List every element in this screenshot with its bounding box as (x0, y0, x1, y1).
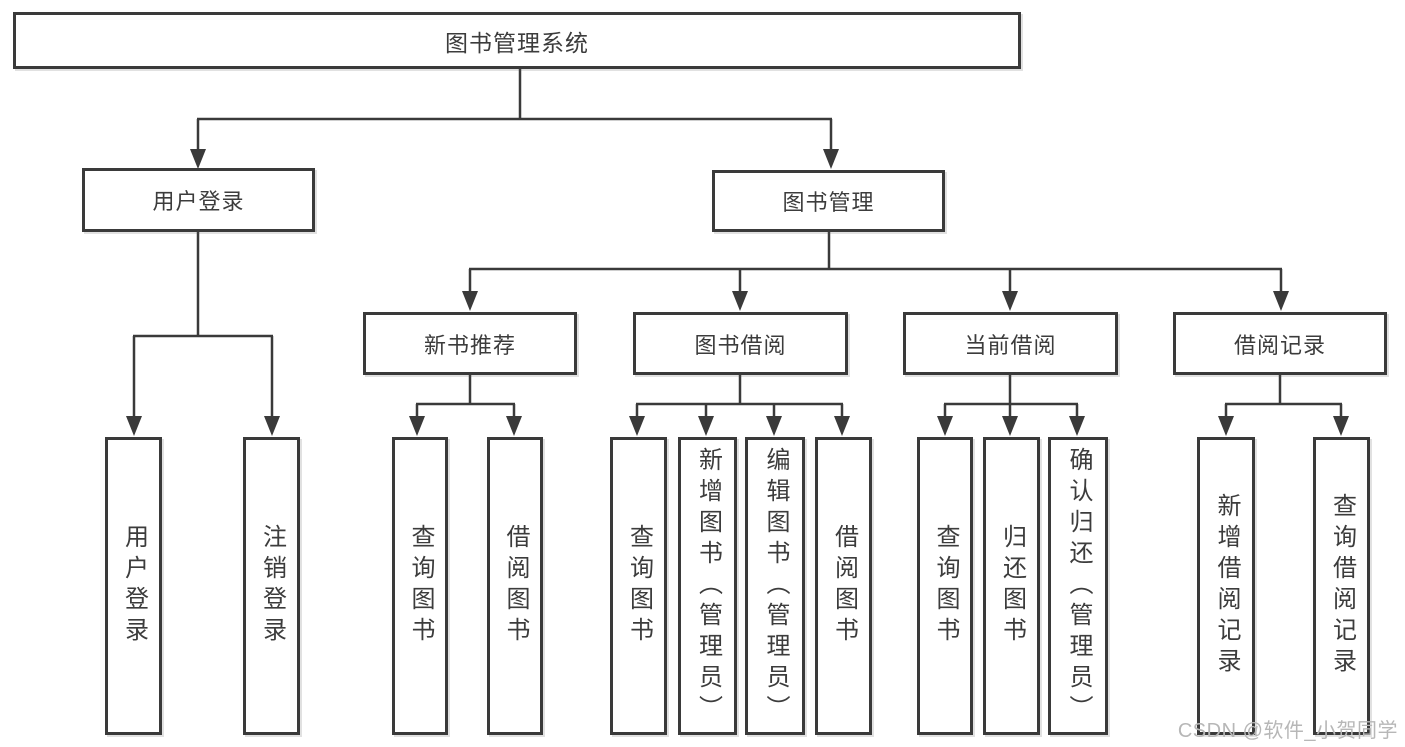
connector-book-borrow-to-leaves (635, 375, 844, 420)
node-new-book-recommendation: 新书推荐 (363, 312, 577, 375)
connector-borrow-records-to-leaves (1224, 375, 1343, 420)
arrowhead-current-borrow-leaves (937, 416, 1085, 436)
leaf-label: 借阅图书 (830, 524, 858, 648)
node-book-management: 图书管理 (712, 170, 945, 232)
leaf-label: 查询图书 (932, 524, 959, 648)
node-label: 用户登录 (152, 189, 245, 214)
node-library-management-system: 图书管理系统 (13, 12, 1021, 69)
leaf-label: 借阅图书 (502, 524, 529, 648)
leaf-query-borrow-record: 查询借阅记录 (1313, 437, 1370, 735)
node-borrowing-records: 借阅记录 (1173, 312, 1387, 375)
leaf-label: 查询图书 (407, 524, 434, 648)
leaf-query-books-borrow: 查询图书 (610, 437, 667, 735)
connector-new-books-to-leaves (415, 375, 516, 420)
leaf-borrow-books-recommend: 借阅图书 (487, 437, 543, 735)
arrowhead-root-to-level2 (190, 149, 839, 169)
node-label: 新书推荐 (423, 332, 516, 358)
leaf-label: 新增借阅记录 (1213, 493, 1240, 679)
leaf-add-borrow-record: 新增借阅记录 (1197, 437, 1255, 735)
arrowhead-new-books-leaves (409, 416, 522, 436)
connector-root-to-level2 (196, 69, 833, 152)
leaf-label: 查询图书 (625, 524, 653, 648)
connector-book-mgmt-to-level3 (468, 232, 1283, 294)
node-label: 图书管理系统 (445, 29, 589, 56)
node-label: 图书借阅 (694, 332, 787, 358)
arrowhead-borrow-records-leaves (1218, 416, 1349, 436)
leaf-label: 新增图书（管理员） (694, 446, 722, 726)
arrowhead-book-borrow-leaves (629, 416, 850, 436)
leaf-query-books-current: 查询图书 (917, 437, 973, 735)
connector-user-login-to-leaves (132, 232, 274, 419)
leaf-edit-book-admin: 编辑图书（管理员） (745, 437, 805, 735)
node-label: 当前借阅 (964, 332, 1057, 358)
node-current-borrowing: 当前借阅 (903, 312, 1118, 375)
node-book-borrowing: 图书借阅 (633, 312, 848, 375)
node-label: 借阅记录 (1233, 332, 1326, 358)
leaf-return-books: 归还图书 (983, 437, 1040, 735)
connector-current-borrow-to-leaves (943, 375, 1079, 420)
csdn-watermark: CSDN @软件_小贺同学 (1177, 720, 1398, 742)
leaf-label: 查询借阅记录 (1328, 493, 1356, 679)
leaf-logout: 注销登录 (243, 437, 300, 735)
leaf-label: 用户登录 (120, 524, 148, 648)
leaf-user-login: 用户登录 (105, 437, 162, 735)
leaf-label: 编辑图书（管理员） (762, 446, 789, 726)
leaf-confirm-return-admin: 确认归还（管理员） (1048, 437, 1108, 735)
leaf-add-book-admin: 新增图书（管理员） (678, 437, 737, 735)
leaf-query-books-recommend: 查询图书 (392, 437, 448, 735)
leaf-label: 确认归还（管理员） (1065, 446, 1092, 726)
arrowhead-book-mgmt-level3 (462, 291, 1289, 311)
leaf-borrow-books: 借阅图书 (815, 437, 872, 735)
arrowhead-user-login-leaves (126, 416, 280, 436)
leaf-label: 注销登录 (258, 524, 286, 648)
leaf-label: 归还图书 (998, 524, 1026, 648)
node-label: 图书管理 (782, 190, 875, 215)
node-user-login: 用户登录 (82, 168, 315, 232)
